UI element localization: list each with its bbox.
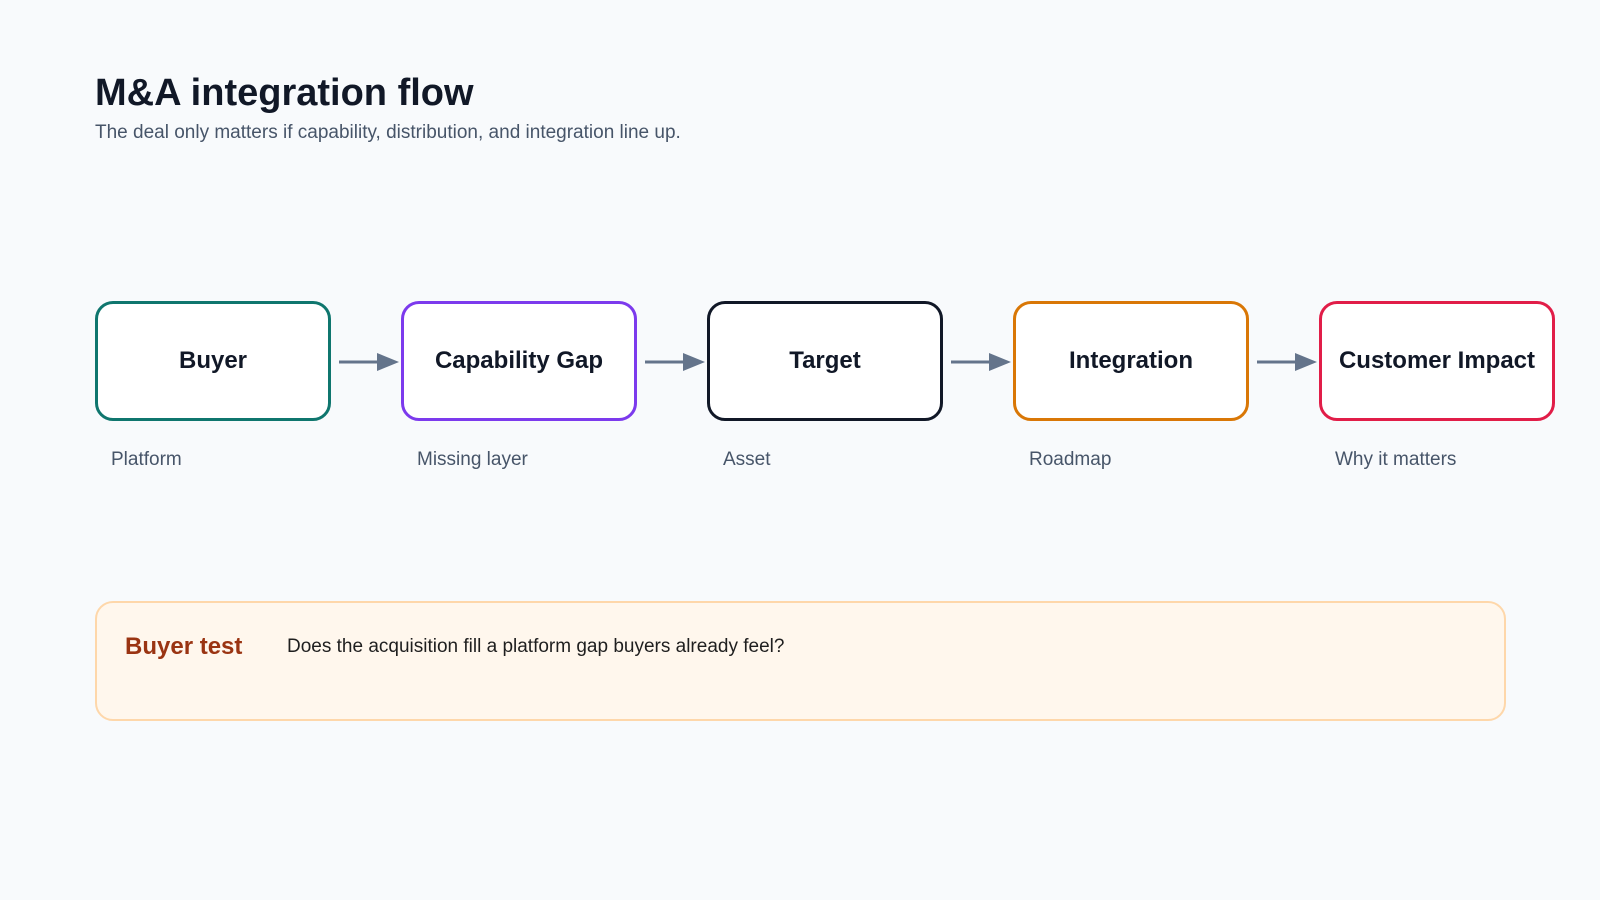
- flow-node-target: Target: [707, 301, 943, 421]
- flow-node-caption: Platform: [111, 449, 182, 470]
- page-title: M&A integration flow: [95, 72, 474, 114]
- buyer-test-callout: Buyer test Does the acquisition fill a p…: [95, 601, 1506, 721]
- flow-node-caption: Missing layer: [417, 449, 528, 470]
- header: M&A integration flow The deal only matte…: [95, 70, 681, 144]
- flow-node-label: Integration: [1069, 347, 1193, 374]
- flow-node-caption: Why it matters: [1335, 449, 1457, 470]
- flow-node-label: Customer Impact: [1338, 347, 1536, 374]
- callout-title: Buyer test: [125, 633, 243, 660]
- flow-arrow: [339, 353, 399, 371]
- flow-node-buyer: Buyer: [95, 301, 331, 421]
- flow-node-capability-gap: Capability Gap: [401, 301, 637, 421]
- flow-node-integration: Integration: [1013, 301, 1249, 421]
- flow-node-customer-impact: Customer Impact: [1319, 301, 1555, 421]
- flow-node-label: Capability Gap: [434, 347, 604, 374]
- flow-arrow: [1257, 353, 1317, 371]
- page-subtitle: The deal only matters if capability, dis…: [95, 122, 681, 143]
- flow-node-caption: Roadmap: [1029, 449, 1112, 470]
- flow-arrow: [645, 353, 705, 371]
- flow-node-caption: Asset: [723, 449, 771, 470]
- callout-text: Does the acquisition fill a platform gap…: [287, 636, 785, 657]
- flow-arrow: [951, 353, 1011, 371]
- flow-node-label: Buyer: [178, 347, 248, 374]
- flow-node-label: Target: [789, 347, 861, 374]
